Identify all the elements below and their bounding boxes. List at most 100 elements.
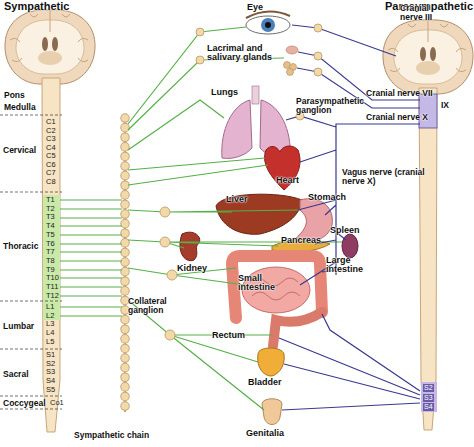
organ-label: Stomach — [308, 193, 346, 202]
structure-label: Vagus nerve (cranial nerve X) — [342, 168, 427, 186]
spinal-cord — [42, 78, 60, 432]
ganglion — [167, 270, 177, 280]
structure-label: Parasympathetic ganglion — [296, 97, 366, 115]
eye-drawing — [246, 11, 290, 34]
segment-label: S3 — [46, 368, 55, 376]
region-label: Sacral — [3, 370, 29, 379]
segment-label: C2 — [46, 127, 56, 135]
organ-label: Rectum — [212, 331, 245, 340]
segment-label: S2 — [46, 360, 55, 368]
lung-drawing — [252, 86, 259, 104]
region-label: Coccygeal — [3, 399, 46, 408]
segment-label: T10 — [46, 274, 59, 282]
structure-label: Cranial nerve III — [400, 4, 448, 22]
region-label: Cervical — [3, 146, 36, 155]
segment-label: T4 — [46, 222, 55, 230]
sympathetic-chain — [121, 118, 129, 410]
division-heading: Sympathetic — [4, 1, 69, 13]
brain-section — [383, 20, 473, 94]
genitalia-drawing — [262, 399, 282, 425]
gland-drawing — [284, 46, 299, 76]
region-label: Lumbar — [3, 322, 34, 331]
organ-name: Small intestine — [238, 274, 284, 293]
segment-box: S2 — [423, 384, 434, 392]
brain-section — [5, 10, 95, 84]
region-label: Medulla — [4, 103, 36, 112]
segment-label: Co1 — [50, 399, 64, 407]
organ-name: Spleen — [330, 226, 360, 235]
organ-name: Lacrimal and salivary glands — [207, 44, 275, 63]
genitalia-drawing — [262, 399, 282, 425]
parasympathetic-nerve — [279, 25, 420, 410]
organ-name: Eye — [247, 3, 263, 12]
segment-label: C8 — [46, 178, 56, 186]
region-label: Pons — [4, 91, 25, 100]
brain-section — [416, 61, 440, 75]
segment-divider — [0, 115, 62, 409]
eye-drawing — [246, 16, 290, 34]
segment-label: C4 — [46, 144, 56, 152]
ganglion — [314, 52, 322, 60]
ganglion — [165, 330, 175, 340]
segment-box: S4 — [423, 403, 434, 411]
segment-label: S1 — [46, 351, 55, 359]
segment-box: S3 — [423, 394, 434, 402]
organ-name: Liver — [226, 195, 248, 204]
segment-label: T8 — [46, 257, 55, 265]
organ-name: Bladder — [248, 378, 282, 387]
organ-name: Pancreas — [281, 236, 321, 245]
segment-label: T11 — [46, 283, 58, 291]
bladder-drawing — [258, 348, 285, 376]
spinal-cord — [42, 78, 437, 432]
sympathetic-nerve — [60, 200, 122, 316]
structure-label: Cranial nerve VII — [366, 89, 433, 98]
organ-name: Genitalia — [246, 429, 284, 438]
sympathetic-nerve — [60, 27, 342, 410]
sympathetic-chain — [120, 118, 130, 410]
segment-divider — [0, 115, 62, 409]
kidney-drawing — [180, 232, 200, 261]
ganglion — [314, 68, 322, 76]
intestine-drawing — [273, 312, 322, 346]
ganglion — [196, 28, 204, 36]
ganglion — [196, 56, 204, 64]
segment-label: T6 — [46, 240, 55, 248]
sympathetic-chain — [125, 116, 126, 412]
brain-section — [5, 10, 95, 84]
structure-label: Sympathetic chain — [74, 431, 149, 440]
organ-label: Spleen — [330, 226, 360, 235]
segment-label: T1 — [46, 196, 55, 204]
organ-name: Kidney — [177, 264, 207, 273]
segment-label: S4 — [46, 377, 55, 385]
organ-name: Heart — [276, 176, 299, 185]
segment-label: C5 — [46, 152, 56, 160]
spleen-drawing — [342, 234, 358, 258]
segment-label: T7 — [46, 248, 55, 256]
structure-label: IX — [441, 101, 449, 110]
spinal-cord — [419, 88, 437, 430]
organ-label: Eye — [247, 3, 263, 12]
spleen-drawing — [342, 234, 358, 258]
liver-drawing — [216, 194, 302, 234]
organ-name: Large intestine — [326, 256, 374, 275]
kidney-drawing — [180, 232, 200, 261]
eye-drawing — [261, 18, 275, 32]
organ-name: Rectum — [212, 331, 245, 340]
lung-drawing — [222, 100, 252, 158]
brain-section — [430, 47, 436, 61]
spinal-cord — [419, 94, 437, 128]
brain-section — [52, 37, 58, 51]
segment-label: L5 — [46, 338, 54, 346]
brain-section — [38, 51, 62, 65]
parasympathetic-nerve — [279, 25, 420, 410]
organ-label: Liver — [226, 195, 248, 204]
stomach-drawing — [296, 199, 332, 241]
eye-drawing — [265, 22, 271, 28]
ganglion — [314, 24, 322, 32]
ganglion — [160, 237, 170, 247]
organ-label: Genitalia — [246, 429, 284, 438]
organ-label: Lacrimal and salivary glands — [207, 44, 275, 63]
liver-drawing — [216, 194, 302, 234]
segment-label: C7 — [46, 169, 56, 177]
